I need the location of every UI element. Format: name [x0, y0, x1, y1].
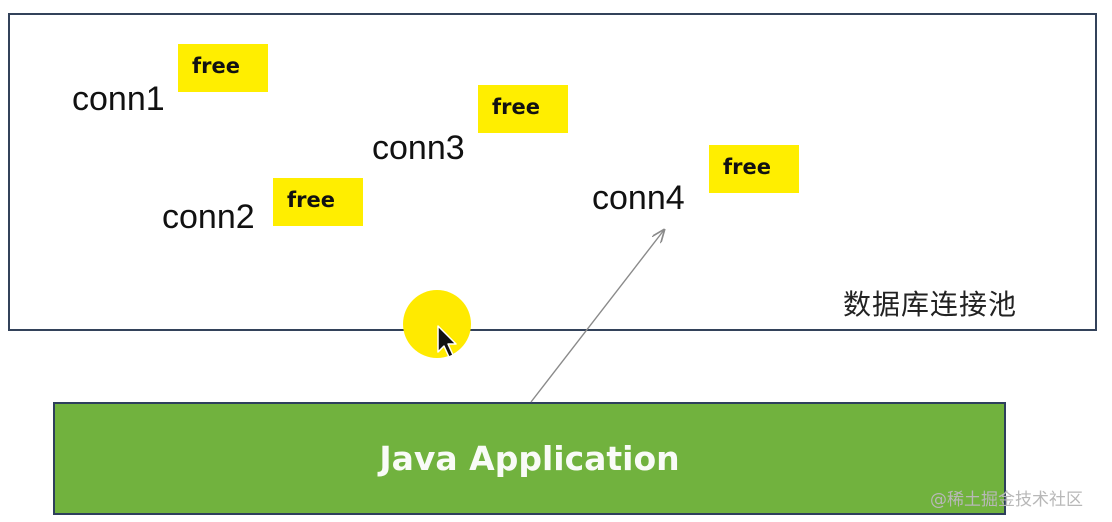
- conn2-label: conn2: [162, 198, 255, 236]
- watermark: @稀土掘金技术社区: [930, 490, 1083, 510]
- conn1-label: conn1: [72, 80, 165, 118]
- cursor-highlight: [403, 290, 471, 358]
- java-application-label: Java Application: [379, 439, 680, 478]
- conn4-label: conn4: [592, 179, 685, 217]
- mouse-cursor-icon: [437, 325, 457, 358]
- conn3-label: conn3: [372, 129, 465, 167]
- conn4-free-tag: free: [709, 145, 799, 193]
- java-application-box: Java Application: [53, 402, 1006, 515]
- conn3-free-tag: free: [478, 85, 568, 133]
- conn1-free-tag: free: [178, 44, 268, 92]
- pool-title: 数据库连接池: [843, 288, 1018, 321]
- conn2-free-tag: free: [273, 178, 363, 226]
